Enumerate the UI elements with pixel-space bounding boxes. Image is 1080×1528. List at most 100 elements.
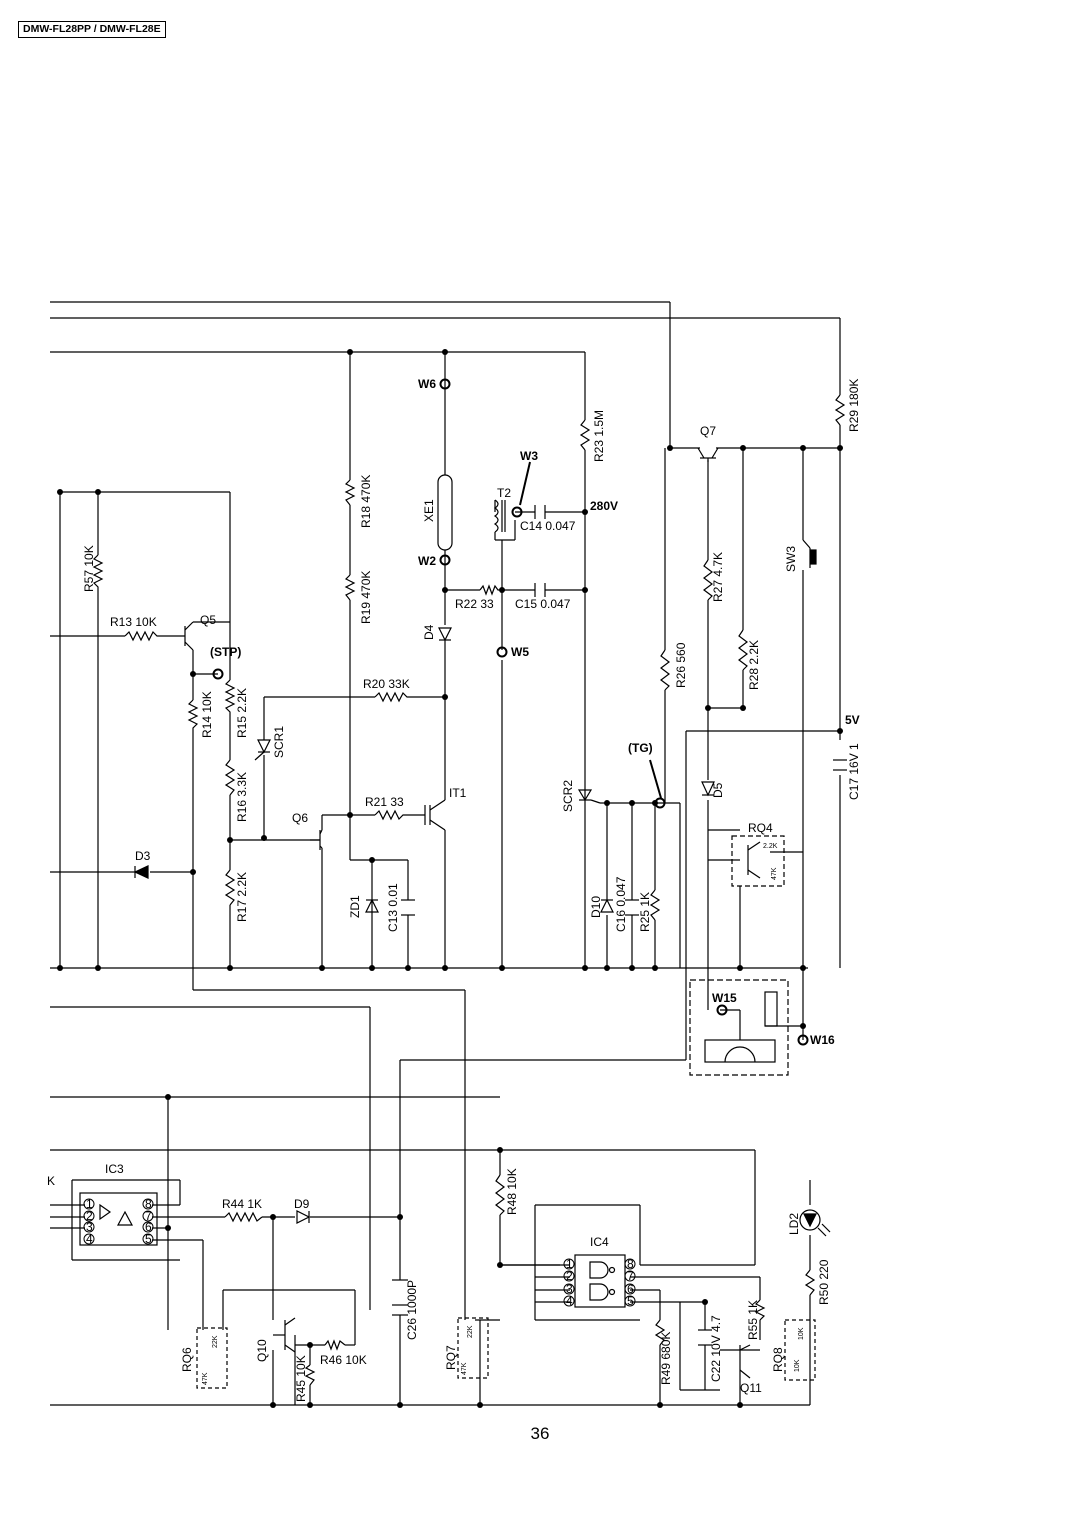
label-r20: R20 33K (363, 677, 410, 691)
label-r50: R50 220 (817, 1259, 831, 1305)
label-rq7-r2: 47K (461, 1362, 468, 1375)
junction-dots (57, 349, 843, 1408)
label-w3: W3 (520, 449, 538, 463)
label-r45: R45 10K (294, 1355, 308, 1402)
resistor-symbols (92, 394, 846, 1386)
label-w6: W6 (418, 377, 436, 391)
label-rq6: RQ6 (180, 1347, 194, 1372)
label-q7: Q7 (700, 424, 716, 438)
label-w16: W16 (810, 1033, 835, 1047)
label-r44: R44 1K (222, 1197, 262, 1211)
label-280v: 280V (590, 499, 618, 513)
label-r48: R48 10K (505, 1168, 519, 1215)
label-rq6-r1: 22K (212, 1335, 219, 1348)
label-d5: D5 (711, 782, 725, 798)
label-q10: Q10 (255, 1339, 269, 1362)
label-w2: W2 (418, 554, 436, 568)
pin-circles (83, 1198, 636, 1307)
label-rq4-r1: 2.2K (763, 843, 778, 850)
svg-text:7: 7 (627, 1269, 634, 1283)
label-w15: W15 (712, 991, 737, 1005)
svg-text:1: 1 (86, 1197, 93, 1211)
label-rq7: RQ7 (444, 1345, 458, 1370)
label-d3: D3 (135, 849, 151, 863)
label-c16: C16 0.047 (614, 876, 628, 932)
diode-symbols (133, 627, 715, 1224)
label-w5: W5 (511, 645, 529, 659)
trigger-transformer-t2 (493, 499, 516, 541)
label-r49: R49 680K (659, 1332, 673, 1385)
label-c17: C17 16V 1 (847, 743, 861, 800)
svg-text:4: 4 (566, 1294, 573, 1308)
svg-text:2: 2 (86, 1209, 93, 1223)
label-r26: R26 560 (674, 642, 688, 688)
label-rq6-r2: 47K (202, 1372, 209, 1385)
label-xe1: XE1 (422, 499, 436, 522)
label-r27: R27 4.7K (711, 552, 725, 602)
label-r19: R19 470K (359, 571, 373, 624)
label-5v: 5V (845, 713, 860, 727)
label-scr2: SCR2 (561, 780, 575, 812)
label-r29: R29 180K (847, 379, 861, 432)
label-rq8-r1: 10K (798, 1327, 805, 1340)
switch-sw3 (802, 539, 817, 568)
label-r13: R13 10K (110, 615, 157, 629)
label-r22: R22 33 (455, 597, 494, 611)
label-stp: (STP) (210, 645, 241, 659)
svg-text:8: 8 (145, 1197, 152, 1211)
label-q5: Q5 (200, 613, 216, 627)
label-zd1: ZD1 (348, 895, 362, 918)
label-t2: T2 (497, 486, 511, 500)
label-k-cut: K (47, 1174, 55, 1188)
label-d4: D4 (422, 624, 436, 640)
svg-text:5: 5 (627, 1294, 634, 1308)
label-r28: R28 2.2K (747, 640, 761, 690)
label-rq7-r1: 22K (467, 1325, 474, 1338)
label-r18: R18 470K (359, 475, 373, 528)
label-r23: R23 1.5M (592, 410, 606, 462)
label-ld2: LD2 (787, 1213, 801, 1235)
label-c13: C13 0.01 (386, 883, 400, 932)
label-c14: C14 0.047 (520, 519, 576, 533)
label-sw3: SW3 (784, 546, 798, 572)
label-r21: R21 33 (365, 795, 404, 809)
label-c22: C22 10V 4.7 (709, 1315, 723, 1382)
lower-wires (50, 1179, 811, 1406)
svg-text:4: 4 (86, 1232, 93, 1246)
labels: R57 10K R14 10K R15 2.2K SCR1 R16 3.3K R… (47, 377, 861, 1402)
ic4-gates (589, 1261, 616, 1301)
svg-text:5: 5 (145, 1232, 152, 1246)
label-q6: Q6 (292, 811, 308, 825)
w15-w16-module (689, 979, 803, 1076)
label-rq4: RQ4 (748, 821, 773, 835)
ic4-pins: 1 2 3 4 5 6 7 8 (566, 1257, 634, 1308)
test-points (212, 378, 809, 1046)
label-rq8: RQ8 (771, 1347, 785, 1372)
label-c26: C26 1000P (405, 1280, 419, 1340)
label-r16: R16 3.3K (235, 772, 249, 822)
label-scr1: SCR1 (272, 726, 286, 758)
label-r14: R14 10K (200, 691, 214, 738)
label-r17: R17 2.2K (235, 872, 249, 922)
svg-text:3: 3 (566, 1282, 573, 1296)
flash-tube-xe1 (437, 474, 453, 551)
label-q11: Q11 (740, 1381, 762, 1395)
label-r15: R15 2.2K (235, 688, 249, 738)
rq4-module (731, 835, 785, 887)
label-tg: (TG) (628, 741, 653, 755)
label-r55: R55 1K (746, 1300, 760, 1340)
label-rq4-r2: 47K (771, 867, 778, 880)
ic3-internals (99, 1203, 134, 1226)
led-ld2 (799, 1209, 831, 1237)
label-c15: C15 0.047 (515, 597, 571, 611)
ic3-pins: 1 2 3 4 5 6 7 8 (86, 1197, 152, 1246)
label-d9: D9 (294, 1197, 310, 1211)
model-header: DMW-FL28PP / DMW-FL28E (18, 21, 166, 38)
svg-text:6: 6 (145, 1220, 152, 1234)
upper-wires (50, 301, 841, 1405)
svg-text:3: 3 (86, 1220, 93, 1234)
label-r57: R57 10K (82, 545, 96, 592)
label-d10: D10 (589, 896, 603, 918)
label-r46: R46 10K (320, 1353, 367, 1367)
label-ic3: IC3 (105, 1162, 124, 1176)
